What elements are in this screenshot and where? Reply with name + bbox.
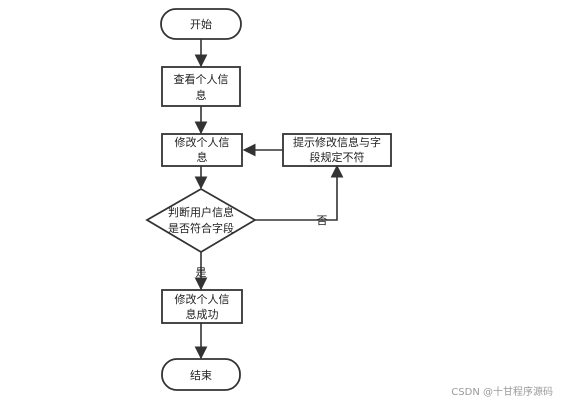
- node-success-line-1: 修改个人信: [175, 292, 230, 306]
- process-shape: [161, 66, 241, 107]
- node-modify: 修改个人信 息: [161, 133, 243, 167]
- terminal-shape: [161, 358, 241, 391]
- node-end-text: 结束: [190, 369, 212, 382]
- process-shape: [282, 133, 392, 167]
- node-success-line-2: 息成功: [186, 307, 219, 321]
- process-shape: [161, 133, 243, 167]
- edges: [194, 39, 344, 360]
- node-success: 修改个人信 息成功: [161, 289, 243, 324]
- node-modify-line-2: 息: [197, 150, 208, 164]
- edge-label-no: 否: [317, 214, 328, 227]
- edge-label-yes: 是: [196, 266, 207, 279]
- node-prompt-line-2: 段规定不符: [310, 150, 365, 164]
- edge-check-to-prompt: [255, 164, 344, 221]
- node-check-line-1: 判断用户信息: [168, 205, 234, 219]
- node-view: 查看个人信 息: [161, 66, 241, 107]
- watermark: CSDN @十甘程序源码: [451, 387, 553, 398]
- node-end: 结束: [161, 358, 241, 391]
- node-prompt: 提示修改信息与字 段规定不符: [282, 133, 392, 167]
- process-shape: [161, 289, 243, 324]
- node-start-text: 开始: [190, 17, 212, 31]
- node-start: 开始: [160, 8, 242, 40]
- terminal-shape: [160, 8, 242, 40]
- node-view-line-2: 息: [196, 88, 207, 102]
- node-view-line-1: 查看个人信: [174, 72, 229, 86]
- decision-shape: [145, 187, 257, 254]
- node-modify-line-1: 修改个人信: [175, 135, 230, 149]
- node-check-line-2: 是否符合字段: [168, 221, 234, 235]
- node-check: 判断用户信息 是否符合字段: [145, 187, 257, 254]
- node-prompt-line-1: 提示修改信息与字: [293, 135, 381, 149]
